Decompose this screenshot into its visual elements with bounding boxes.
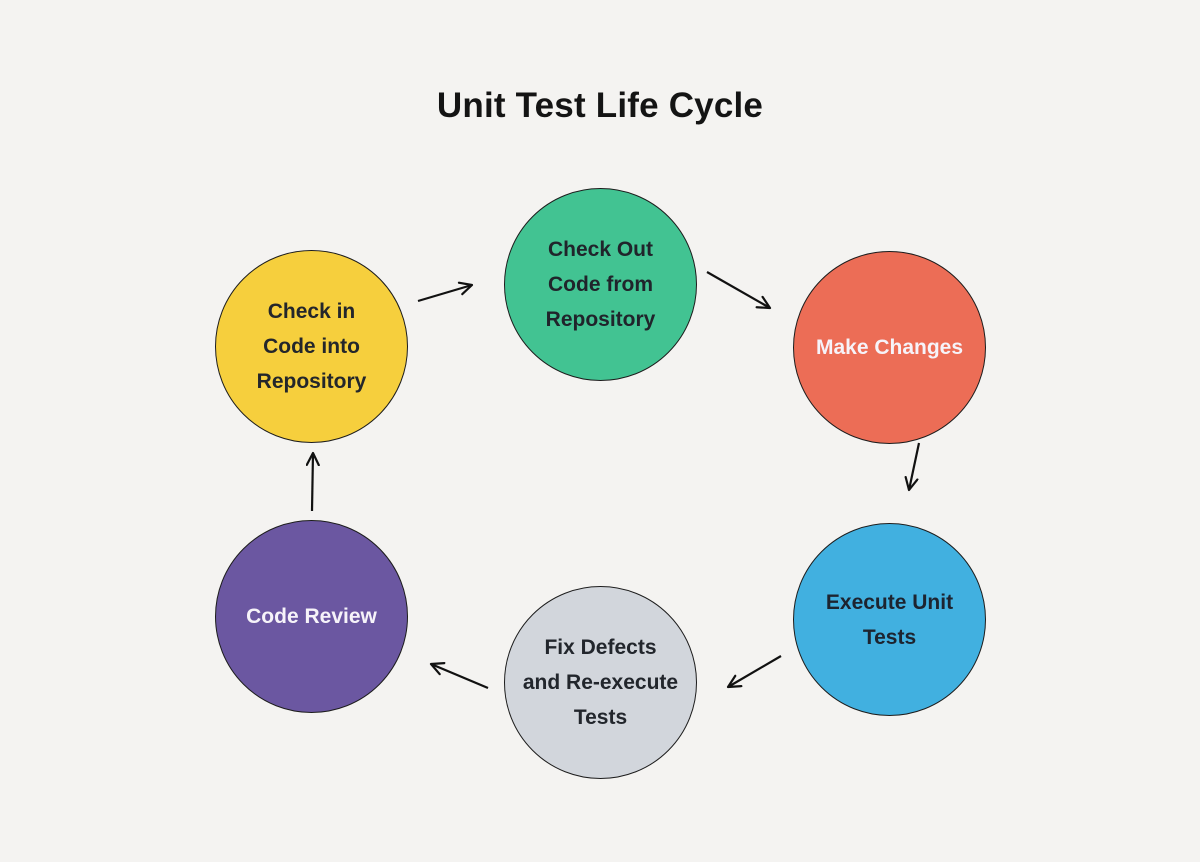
arrow-make-changes-to-execute (909, 442, 921, 490)
node-label: Check Out Code from Repository (545, 238, 656, 331)
node-fix-defects: Fix Defects and Re-execute Tests (504, 586, 697, 779)
arrow-fix-defects-to-code-review (431, 664, 489, 690)
diagram-title: Unit Test Life Cycle (436, 86, 764, 125)
arrow-check-in-to-check-out (417, 285, 472, 303)
node-label: Make Changes (815, 336, 964, 359)
node-label: Check in Code into Repository (256, 300, 367, 393)
arrow-code-review-to-check-in (312, 453, 313, 512)
node-make-changes: Make Changes (793, 251, 986, 444)
node-check-in-code: Check in Code into Repository (215, 250, 408, 443)
node-code-review: Code Review (215, 520, 408, 713)
node-label: Execute Unit Tests (825, 590, 954, 649)
node-label: Fix Defects and Re-execute Tests (522, 636, 679, 729)
node-check-out-code: Check Out Code from Repository (504, 188, 697, 381)
arrow-execute-to-fix-defects (728, 655, 782, 687)
arrow-check-out-to-make-changes (706, 271, 770, 308)
node-execute-unit-tests: Execute Unit Tests (793, 523, 986, 716)
node-label: Code Review (246, 605, 377, 628)
